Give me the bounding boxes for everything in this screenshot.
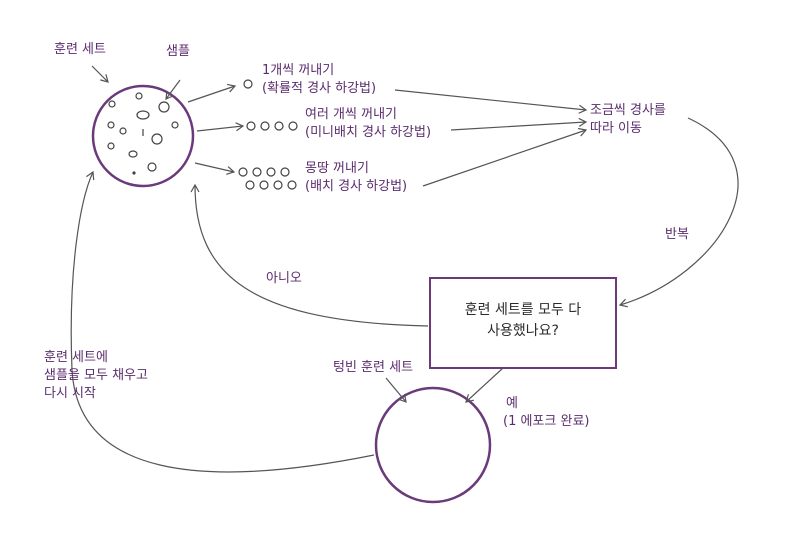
question-box (429, 277, 617, 369)
epoch-done-label: (1 에포크 완료) (503, 414, 590, 429)
refill-arrow (70, 170, 375, 473)
refill-line3: 다시 시작 (44, 386, 96, 401)
yes-arrow (465, 367, 504, 403)
empty-set-label: 텅빈 훈련 세트 (333, 360, 414, 375)
batch-name-label: (배치 경사 하강법) (305, 179, 408, 194)
batch-sample-circles (238, 167, 297, 190)
training-set-label: 훈련 세트 (54, 42, 106, 57)
arrow-single-to-move (394, 89, 588, 114)
sgd-name-label: (확률적 경사 하강법) (262, 81, 377, 96)
batch-take-label: 몽땅 꺼내기 (305, 161, 369, 176)
refill-line1: 훈련 세트에 (44, 350, 108, 365)
arrow-batch-to-move (422, 127, 588, 187)
no-label: 아니오 (266, 271, 302, 286)
repeat-arrow (618, 117, 739, 308)
repeat-label: 반복 (665, 227, 689, 242)
label-arrow-empty-set (385, 377, 407, 403)
move-label-line2: 따라 이동 (590, 121, 642, 136)
sample-dot (158, 101, 170, 113)
arrow-to-single (187, 83, 237, 103)
yes-label: 예 (506, 396, 518, 411)
label-arrow-training-set (91, 65, 109, 83)
arrow-to-batch (194, 162, 236, 175)
minibatch-take-label: 여러 개씩 꺼내기 (305, 107, 397, 122)
minibatch-sample-circles (246, 121, 298, 131)
sample-label: 샘플 (166, 44, 190, 59)
question-line1: 훈련 세트를 모두 다 (464, 302, 582, 318)
label-arrow-sample (165, 79, 181, 100)
question-line2: 사용했나요? (487, 323, 559, 339)
no-arrow (190, 183, 429, 327)
minibatch-name-label: (미니배치 경사 하강법) (305, 125, 432, 140)
refill-line2: 샘플을 모두 채우고 (44, 368, 148, 383)
arrow-minibatch-to-move (450, 117, 588, 131)
arrow-to-minibatch (196, 122, 245, 132)
training-set-circle (91, 84, 195, 188)
move-label-line1: 조금씩 경사를 (590, 103, 666, 118)
empty-training-set-circle (374, 386, 492, 504)
single-sample-circles (243, 79, 253, 89)
sgd-take-label: 1개씩 꺼내기 (262, 63, 335, 78)
